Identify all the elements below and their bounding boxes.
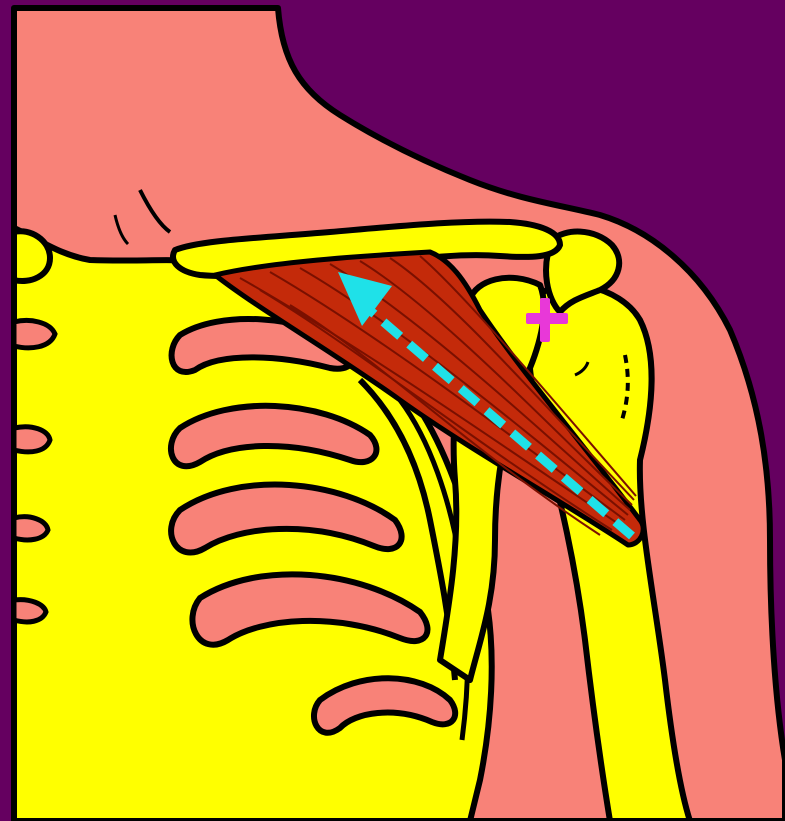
rib-gap-left-2: [14, 427, 50, 452]
rib-gap-left-1: [14, 321, 55, 348]
rib-gap-left-3: [14, 517, 48, 540]
sternoclavicular-joint: [14, 231, 50, 281]
rib-gap-left-4: [14, 600, 46, 622]
